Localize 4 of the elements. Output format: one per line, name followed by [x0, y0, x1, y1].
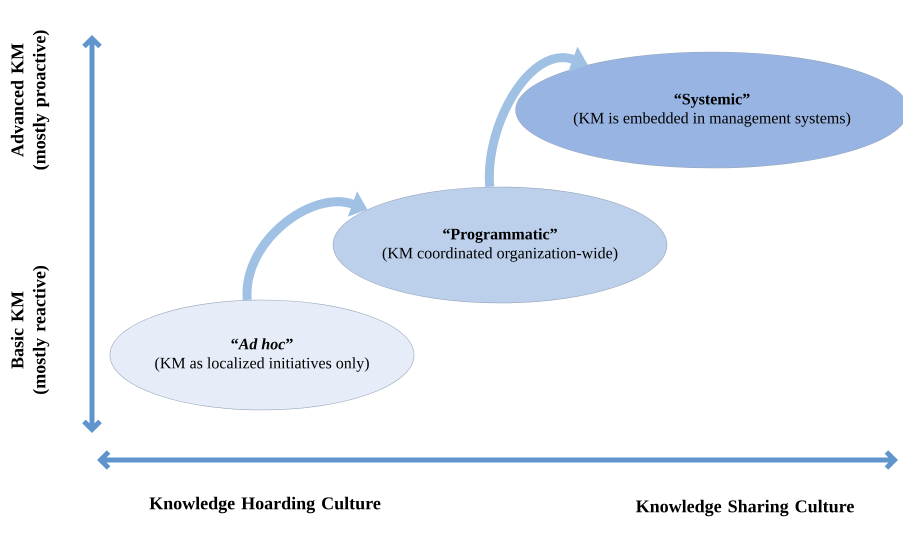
axis-label: Advanced KM (mostly proactive)	[10, 30, 50, 170]
axis-label: Basic KM (mostly reactive)	[10, 266, 50, 394]
axis-label: Knowledge Sharing Culture	[636, 500, 854, 516]
axis-label: Knowledge Hoarding Culture	[149, 496, 380, 514]
